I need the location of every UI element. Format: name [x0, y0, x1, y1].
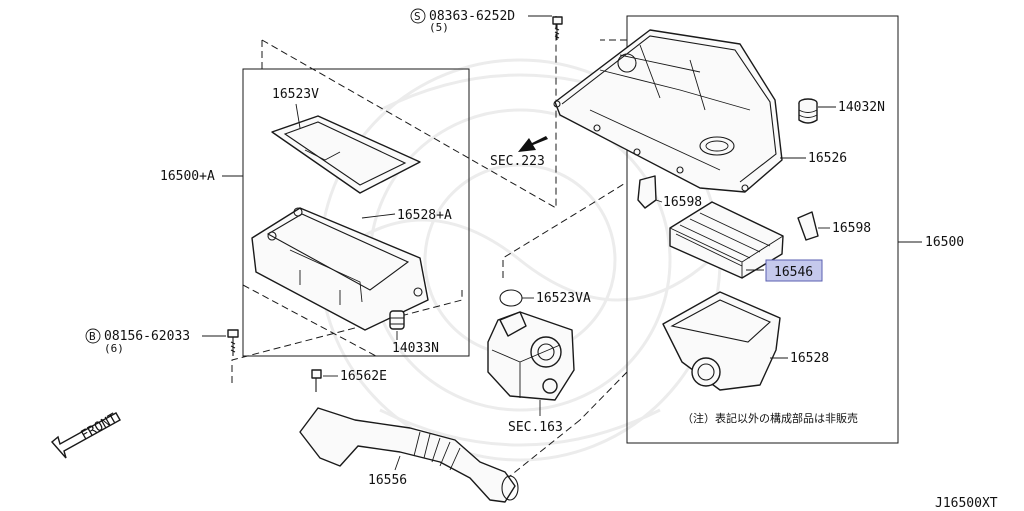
label-16526[interactable]: 16526 [808, 151, 847, 166]
part-16546-filter[interactable] [669, 201, 784, 279]
part-16523va-oring[interactable] [499, 289, 523, 307]
bolt-left-prefix: B [89, 330, 96, 343]
part-16598-clip-right[interactable] [797, 211, 819, 241]
label-bolt-top[interactable]: 08363-6252D [429, 9, 515, 24]
sec223-arrow-icon [518, 136, 548, 152]
bolt-top-prefix-circle [410, 8, 426, 24]
bolt-16562e[interactable] [311, 369, 322, 392]
part-14032n-plug[interactable] [798, 98, 818, 124]
label-16556[interactable]: 16556 [368, 473, 407, 488]
front-arrow-icon [51, 412, 121, 459]
label-16598-right[interactable]: 16598 [832, 221, 871, 236]
part-14033n-grommet[interactable] [389, 310, 405, 330]
part-16526-cover[interactable] [553, 29, 783, 193]
label-16528a[interactable]: 16528+A [397, 208, 452, 223]
label-14033n[interactable]: 14033N [392, 341, 439, 356]
bolt-top-prefix: S [414, 10, 421, 23]
watermark-emblem [318, 58, 722, 462]
label-16562e[interactable]: 16562E [340, 369, 387, 384]
label-16528[interactable]: 16528 [790, 351, 829, 366]
label-sec223[interactable]: SEC.223 [490, 154, 545, 169]
label-16598-left[interactable]: 16598 [663, 195, 702, 210]
part-16556-duct[interactable] [299, 407, 519, 503]
highlight-16546 [765, 259, 823, 282]
label-14032n[interactable]: 14032N [838, 100, 885, 115]
bolt-left[interactable] [227, 329, 239, 356]
part-16528a-case[interactable] [251, 207, 429, 331]
part-sec163-throttle[interactable] [487, 311, 575, 401]
bolt-top[interactable] [552, 16, 563, 40]
label-16523va[interactable]: 16523VA [536, 291, 591, 306]
part-16523v-gasket[interactable] [271, 115, 421, 194]
label-16500a[interactable]: 16500+A [160, 169, 215, 184]
bolt-left-prefix-circle [85, 328, 101, 344]
assembly-frame-16500a [242, 68, 470, 357]
label-bolt-top-qty: (5) [429, 21, 449, 34]
assembly-frame-16500 [626, 15, 899, 444]
label-bolt-left[interactable]: 08156-62033 [104, 329, 190, 344]
label-bolt-left-qty: (6) [104, 342, 124, 355]
label-16500[interactable]: 16500 [925, 235, 964, 250]
part-16598-clip-left[interactable] [637, 175, 657, 209]
note-text: （注）表記以外の構成部品は非販売 [682, 411, 858, 425]
label-front: FRONT [79, 411, 121, 444]
part-16528-housing[interactable] [662, 291, 781, 391]
label-16523v[interactable]: 16523V [272, 87, 319, 102]
dashed-guides [231, 16, 628, 481]
label-sec163[interactable]: SEC.163 [508, 420, 563, 435]
diagram-id: J16500XT [935, 496, 998, 511]
label-16546[interactable]: 16546 [774, 265, 813, 280]
